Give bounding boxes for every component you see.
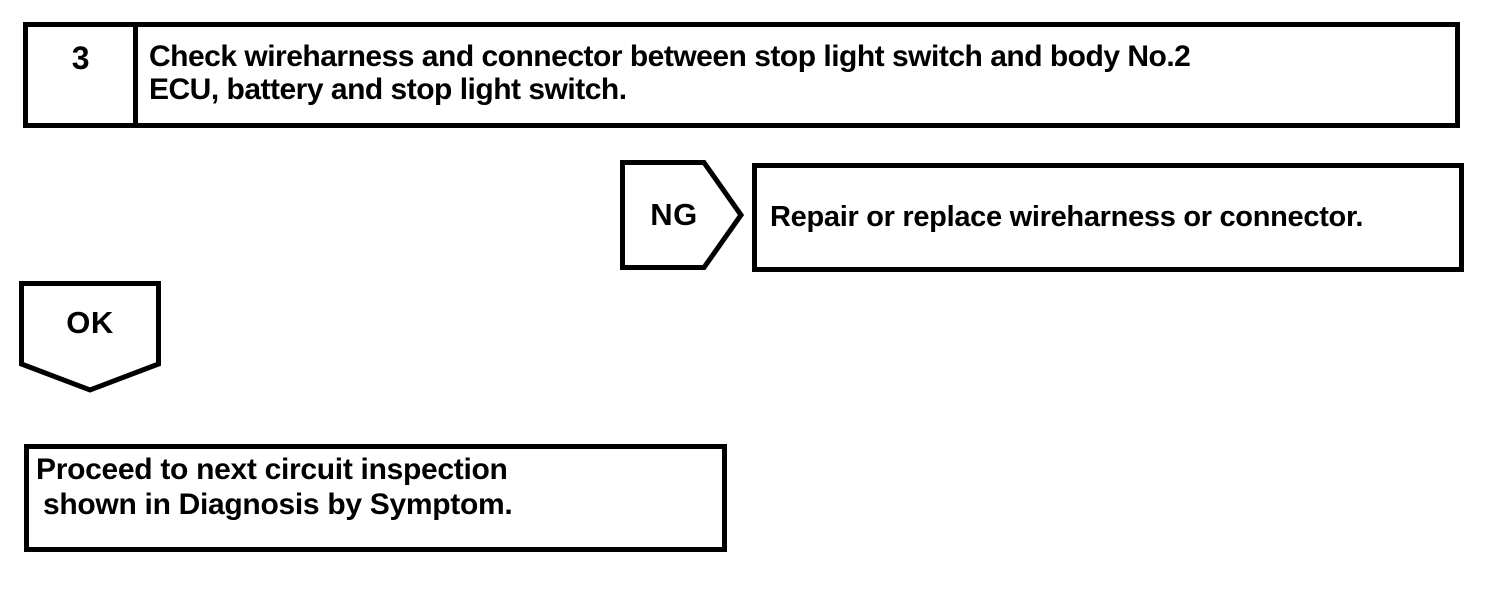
- step-instruction-line1: Check wireharness and connector between …: [149, 40, 1191, 73]
- ok-connector-label: OK: [66, 305, 114, 340]
- ng-connector: NG: [620, 160, 744, 270]
- result-line1: Proceed to next circuit inspection: [36, 453, 508, 486]
- step-number: 3: [28, 27, 138, 123]
- ok-pentagon-shape: [19, 281, 161, 393]
- result-box: Proceed to next circuit inspection shown…: [24, 444, 727, 552]
- result-line2: shown in Diagnosis by Symptom.: [43, 488, 513, 521]
- step-box: 3 Check wireharness and connector betwee…: [23, 22, 1460, 128]
- ok-connector: OK: [19, 281, 161, 393]
- step-instruction-line2: ECU, battery and stop light switch.: [149, 73, 627, 106]
- ng-pentagon-shape: [620, 160, 744, 270]
- step-instruction: Check wireharness and connector between …: [138, 27, 1455, 123]
- ng-action-box: Repair or replace wireharness or connect…: [752, 163, 1464, 272]
- ng-connector-label: NG: [650, 197, 698, 232]
- ng-action-text: Repair or replace wireharness or connect…: [770, 201, 1364, 233]
